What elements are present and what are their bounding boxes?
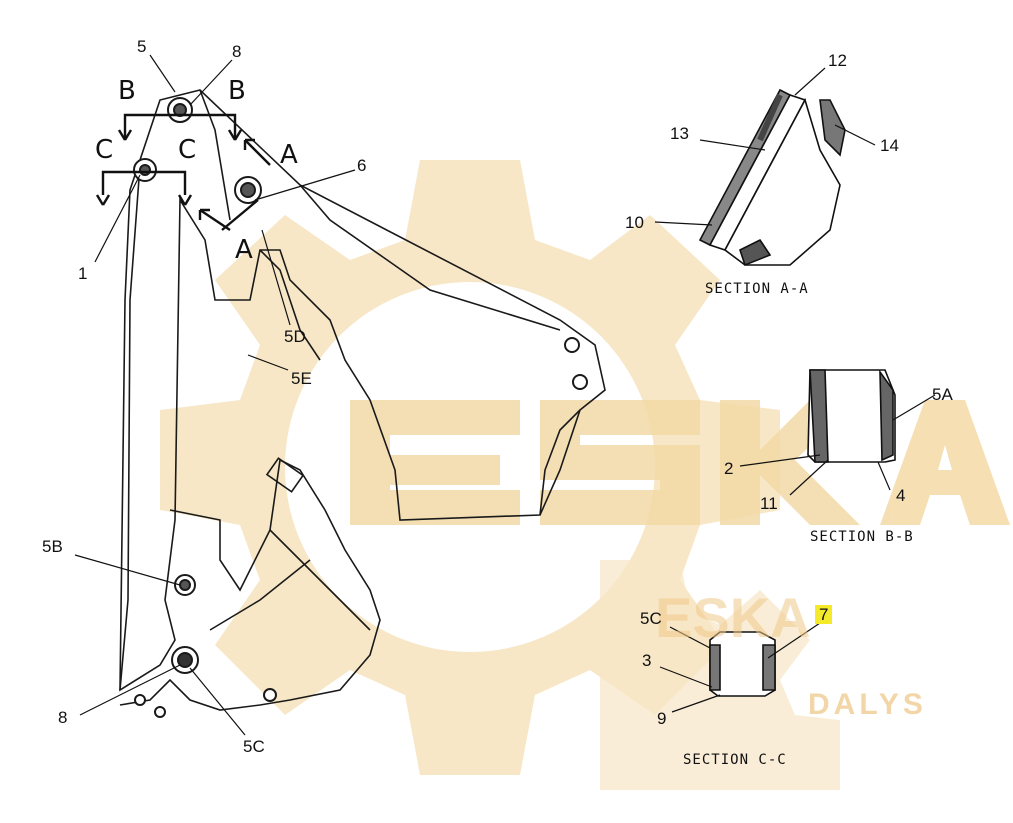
watermark-letters (350, 400, 1010, 525)
callout-7-highlighted: 7 (815, 605, 833, 624)
callout-5b: 5B (42, 537, 63, 556)
callout-8-bottom: 8 (58, 708, 68, 727)
callout-1: 1 (78, 264, 88, 283)
watermark-brand: ESKA (655, 586, 811, 649)
section-marker-c-right: C (178, 135, 197, 165)
callout-12: 12 (828, 51, 847, 70)
callout-8-top: 8 (232, 42, 242, 61)
section-title-aa: SECTION A-A (705, 281, 809, 297)
section-bb-leaders (739, 394, 936, 496)
section-marker-c-left: C (95, 135, 114, 165)
callout-3: 3 (642, 651, 652, 670)
callout-5c: 5C (243, 737, 265, 756)
section-title-bb: SECTION B-B (810, 529, 914, 545)
section-cc-drawing (709, 631, 776, 697)
bucket (119, 457, 381, 711)
section-aa-leaders (654, 67, 876, 226)
section-marker-b-right: B (228, 76, 246, 106)
leader-lines (74, 54, 356, 736)
callout-2: 2 (724, 459, 734, 478)
callout-5a: 5A (932, 385, 953, 404)
section-cc-leaders (659, 622, 821, 713)
watermark-brand-small: DALYS (808, 688, 927, 721)
section-marker-a-top: A (280, 140, 298, 170)
callout-6: 6 (357, 156, 367, 175)
callout-4: 4 (896, 486, 906, 505)
section-bb-drawing (807, 369, 896, 463)
section-title-cc: SECTION C-C (683, 752, 787, 768)
callout-9: 9 (657, 709, 667, 728)
callout-5c-section: 5C (640, 609, 662, 628)
stick-arm (119, 89, 606, 692)
section-marker-a-bottom: A (235, 235, 253, 265)
callout-5: 5 (137, 37, 147, 56)
callout-13: 13 (670, 124, 689, 143)
callout-14: 14 (880, 136, 899, 155)
callout-11: 11 (760, 494, 778, 513)
section-marker-b-left: B (118, 76, 136, 106)
callout-10: 10 (625, 213, 644, 232)
section-aa-drawing (698, 88, 846, 267)
section-arrows (95, 113, 271, 231)
pins (133, 97, 588, 718)
callout-5e: 5E (291, 369, 312, 388)
callout-5d: 5D (284, 327, 306, 346)
